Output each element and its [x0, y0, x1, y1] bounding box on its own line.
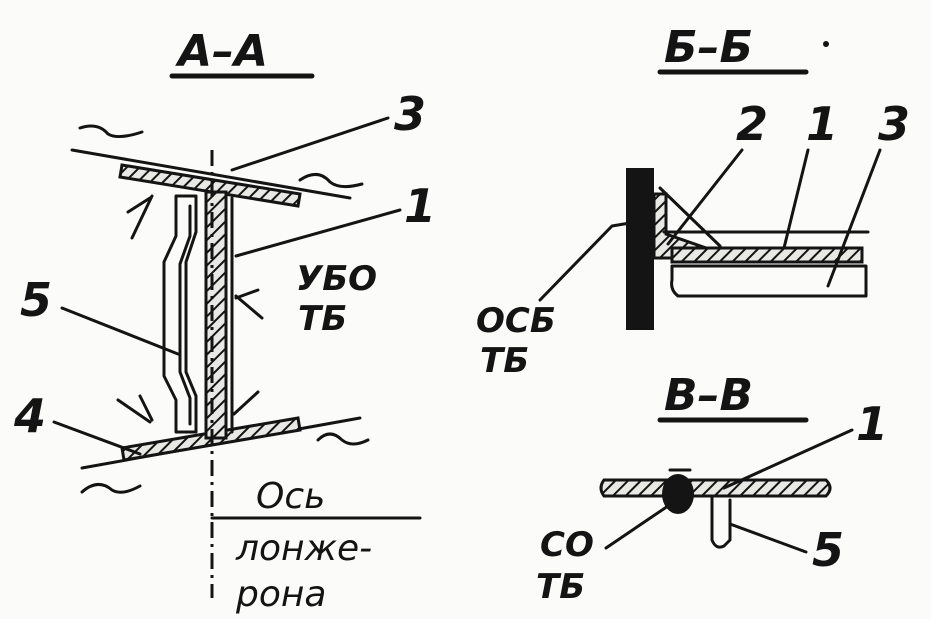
- weld-arrow-middle: [234, 288, 264, 320]
- leader-2-bb: [666, 148, 744, 246]
- label-4-aa: 4: [13, 389, 46, 443]
- plate-part-3: [670, 264, 868, 298]
- weld-code-bb-line2: ТБ: [480, 341, 529, 381]
- axis-label-line1: Ось: [256, 476, 325, 517]
- section-aa: А–А 3 1 5 4 УБО: [13, 26, 436, 615]
- section-vv-title: В–В: [664, 370, 753, 421]
- upper-weld-mark-right: [298, 173, 364, 189]
- lower-weld-mark-left: [80, 483, 142, 494]
- label-1-aa: 1: [404, 179, 436, 233]
- label-3-bb: 3: [878, 97, 910, 151]
- axis-label-line3: рона: [235, 574, 326, 615]
- leader-5-vv: [728, 522, 808, 554]
- label-5-vv: 5: [812, 523, 844, 577]
- weld-arrow-upper-left-b: [126, 196, 152, 214]
- leader-weld-bb: [538, 220, 638, 302]
- plate-part-1-vv: [599, 478, 832, 498]
- weld-arrow-upper-left: [130, 194, 154, 240]
- upper-weld-mark-left: [78, 124, 144, 139]
- spar-web-part-1: [204, 190, 228, 440]
- wall-element: [626, 168, 654, 330]
- lower-weld-mark-right: [316, 432, 370, 446]
- leader-5-aa: [60, 306, 180, 356]
- dot-mark: [823, 41, 829, 47]
- section-vv: В–В 1 5 СО ТБ: [536, 370, 888, 607]
- label-1-vv: 1: [856, 397, 888, 451]
- leader-3-aa: [230, 116, 390, 172]
- weld-spot: [662, 474, 694, 514]
- weld-code-bb-line1: ОСБ: [476, 301, 556, 341]
- leader-1-aa: [234, 208, 402, 258]
- label-3-aa: 3: [394, 87, 426, 141]
- weld-arrow-lower-right: [232, 390, 260, 416]
- label-2-bb: 2: [736, 97, 768, 151]
- label-5-aa: 5: [20, 273, 52, 327]
- weld-code-vv-line1: СО: [540, 525, 594, 565]
- axis-label-line2: лонже-: [235, 528, 372, 569]
- label-1-bb: 1: [806, 97, 838, 151]
- section-bb-title: Б–Б: [664, 22, 753, 73]
- weld-code-vv-line2: ТБ: [536, 567, 585, 607]
- leader-weld-vv: [604, 504, 670, 550]
- stiffener-profile-part-5: [162, 194, 198, 434]
- leader-4-aa: [52, 420, 142, 456]
- weld-code-aa-line2: ТБ: [298, 299, 347, 339]
- section-aa-title: А–А: [175, 26, 268, 77]
- upper-flange-part-3: [118, 163, 302, 208]
- section-bb: Б–Б 2 1 3 ОСБ ТБ: [476, 22, 910, 381]
- leader-1-vv: [722, 428, 854, 490]
- stiffener-part-5-vv: [710, 494, 732, 549]
- weld-arrow-lower-left: [116, 394, 154, 424]
- stiffener-inner-line: [178, 204, 192, 426]
- leader-1-bb: [782, 148, 810, 250]
- plate-part-1: [670, 246, 864, 264]
- weld-code-aa-line1: УБО: [296, 259, 377, 299]
- leader-3-bb: [826, 148, 882, 288]
